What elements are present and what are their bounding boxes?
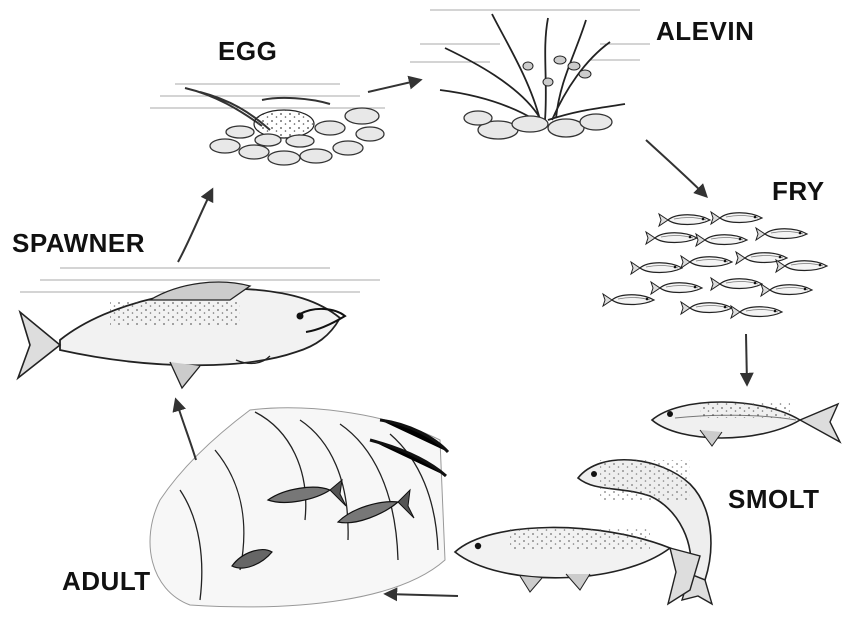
egg-label: EGG <box>218 36 277 67</box>
spawner-label: SPAWNER <box>12 228 145 259</box>
arrow-adult-to-spawner <box>176 400 196 460</box>
smolt-label: SMOLT <box>728 484 820 515</box>
arrow-alevin-to-fry <box>646 140 706 196</box>
adult-illustration <box>150 408 448 607</box>
egg-illustration <box>150 84 385 165</box>
alevin-label: ALEVIN <box>656 16 754 47</box>
arrow-smolt-to-adult <box>386 594 458 596</box>
adult-label: ADULT <box>62 566 151 597</box>
fry-label: FRY <box>772 176 825 207</box>
fry-illustration <box>603 212 827 318</box>
arrow-egg-to-alevin <box>368 80 420 92</box>
arrow-spawner-to-egg <box>178 190 212 262</box>
spawner-illustration <box>18 268 380 388</box>
alevin-illustration <box>410 10 650 139</box>
arrow-fry-to-smolt <box>746 334 747 384</box>
